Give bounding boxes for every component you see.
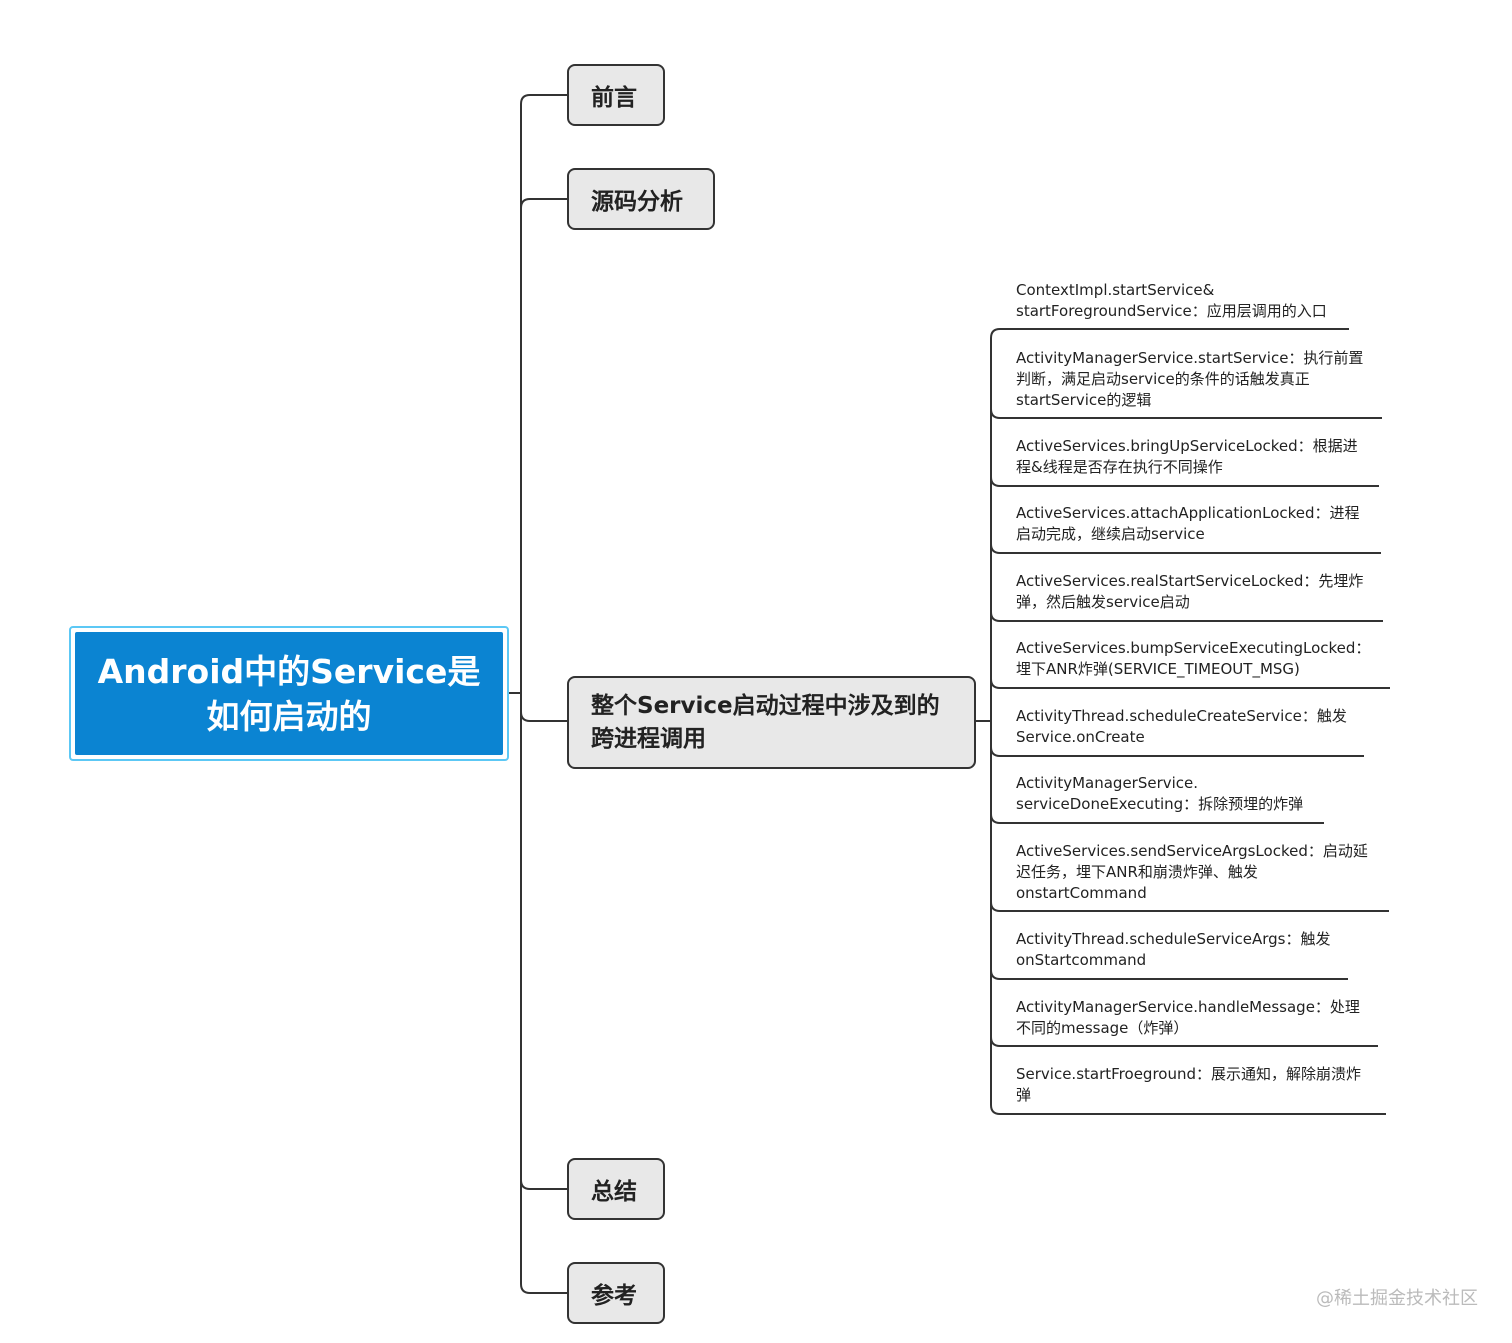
topic-source-analysis-label: 源码分析 xyxy=(591,189,683,215)
leaf-ipc-call[interactable]: Service.startFroeground：展示通知，解除崩溃炸 弹 xyxy=(1016,1065,1361,1104)
watermark: @稀土掘金技术社区 xyxy=(1316,1288,1478,1309)
root-topic[interactable]: Android中的Service是 如何启动的 xyxy=(69,626,509,761)
leaf-ipc-call[interactable]: ActiveServices.bringUpServiceLocked：根据进 … xyxy=(1016,437,1358,476)
leaf-ipc-call[interactable]: ActivityManagerService.startService：执行前置… xyxy=(1016,349,1364,409)
topic-summary[interactable]: 总结 xyxy=(567,1158,665,1220)
leaf-ipc-call[interactable]: ActivityManagerService. serviceDoneExecu… xyxy=(1016,774,1304,813)
topic-ipc[interactable]: 整个Service启动过程中涉及到的跨进程调用 xyxy=(567,676,976,769)
topic-summary-label: 总结 xyxy=(591,1179,637,1205)
leaf-ipc-call[interactable]: ActiveServices.realStartServiceLocked：先埋… xyxy=(1016,572,1364,611)
topic-preface-label: 前言 xyxy=(591,85,637,111)
topic-source-analysis[interactable]: 源码分析 xyxy=(567,168,715,230)
topic-references-label: 参考 xyxy=(591,1283,637,1309)
topic-ipc-label: 整个Service启动过程中涉及到的跨进程调用 xyxy=(591,692,940,752)
leaf-ipc-call[interactable]: ActiveServices.attachApplicationLocked：进… xyxy=(1016,504,1360,543)
leaf-ipc-call[interactable]: ActivityThread.scheduleCreateService：触发 … xyxy=(1016,707,1347,746)
leaf-ipc-call[interactable]: ActivityManagerService.handleMessage：处理 … xyxy=(1016,998,1360,1037)
leaf-ipc-call[interactable]: ActivityThread.scheduleServiceArgs：触发 on… xyxy=(1016,930,1331,969)
leaf-ipc-call[interactable]: ContextImpl.startService& startForegroun… xyxy=(1016,281,1327,320)
topic-preface[interactable]: 前言 xyxy=(567,64,665,126)
leaf-ipc-call[interactable]: ActiveServices.sendServiceArgsLocked：启动延… xyxy=(1016,842,1368,902)
leaf-ipc-call[interactable]: ActiveServices.bumpServiceExecutingLocke… xyxy=(1016,639,1371,678)
root-topic-title: Android中的Service是 如何启动的 xyxy=(75,632,503,755)
topic-references[interactable]: 参考 xyxy=(567,1262,665,1324)
